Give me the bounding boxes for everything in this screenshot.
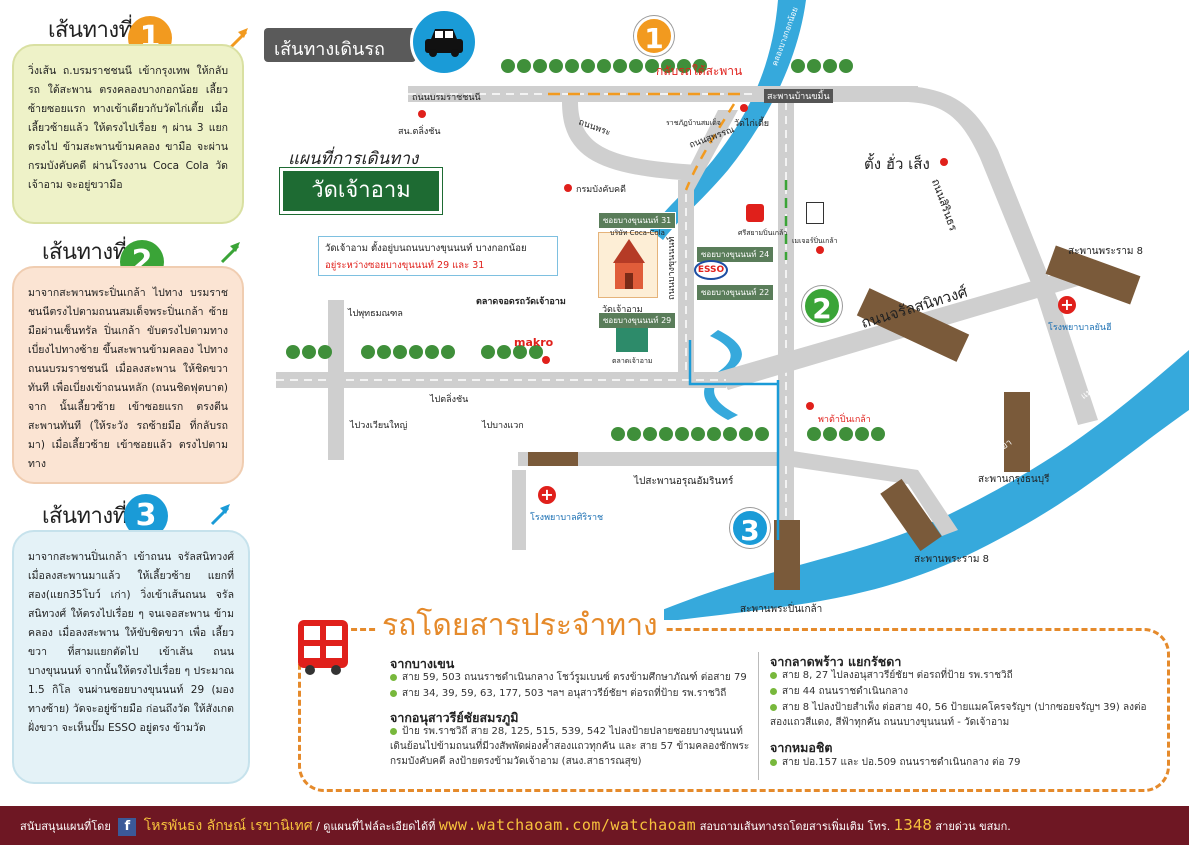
map-number-2: 2 [802, 286, 842, 326]
bus-from-ladprao-title: จากลาดพร้าว แยกรัชดา [770, 654, 902, 669]
krungthon-bridge-label: สะพานกรุงธนบุรี [978, 474, 1050, 485]
chao-phraya-river [638, 350, 1189, 620]
footer-pdf-note: / ดูแผนที่ไฟล์ละเอียดได้ที่ [316, 820, 436, 833]
wat-kai-tia-dot [740, 104, 748, 112]
footer-website-link[interactable]: www.watchaoam.com/watchaoam [438, 816, 697, 834]
route-2-description: มาจากสะพานพระปิ่นเกล้า ไปทาง บรมราชชนนีต… [12, 266, 244, 484]
footer-sponsor: โหรพันธง ลักษณ์ เรขานิเทศ [143, 818, 313, 834]
siam-shop-icon [746, 204, 764, 222]
esso-logo: ESSO [694, 260, 728, 280]
bus-from-bangkhen-title: จากบางเขน [390, 656, 455, 671]
market-label: ตลาดเจ้าอาม [612, 357, 653, 365]
bus-item: สาย ปอ.157 และ ปอ.509 ถนนราชดำเนินกลาง ต… [770, 755, 1160, 770]
map-title-text: วัดเจ้าอาม [311, 178, 411, 203]
map-title-sign: วัดเจ้าอาม [280, 168, 442, 214]
legal-exec-dept-dot [564, 184, 572, 192]
arrow-icon [220, 242, 240, 264]
yanhee-label: โรงพยาบาลยันฮี [1048, 323, 1112, 333]
bus-item: สาย 34, 39, 59, 63, 177, 503 ฯลฯ อนุสาวร… [390, 686, 750, 701]
bangkhunnon-road-label: ถนนบางขุนนนท์ [667, 236, 677, 300]
route-3-heading: เส้นทางที่ [42, 504, 127, 529]
tang-hua-seng-dot [940, 158, 948, 166]
bus-item: สาย 44 ถนนราชดำเนินกลาง [770, 684, 1160, 699]
bus-item: ป้าย รพ.ราชวิถี สาย 28, 125, 515, 539, 5… [390, 726, 750, 767]
arrow-icon [210, 504, 230, 526]
coca-cola-label: บริษัท Coca-Cola [610, 229, 665, 237]
to-bang-waek-label: ไปบางแวก [482, 421, 524, 431]
soi-31-sign: ซอยบางขุนนนท์ 31 [598, 212, 677, 229]
legal-exec-dept-label: กรมบังคับคดี [576, 185, 626, 195]
column-divider [758, 652, 759, 780]
rama8-top-label: สะพานพระราม 8 [1068, 246, 1143, 257]
footer-support: สนับสนุนแผนที่โดย [20, 820, 111, 833]
bridge-nakhon-label: สะพานบ้านขมิ้น [764, 89, 833, 103]
bus-item: สาย 8, 27 ไปลงอนุสาวรีย์ชัยฯ ต่อรถที่ป้า… [770, 668, 1160, 683]
route-3-description: มาจากสะพานปิ่นเกล้า เข้าถนน จรัลสนิทวงศ์… [12, 530, 250, 784]
arrow-icon [228, 28, 248, 50]
soi-24-sign: ซอยบางขุนนนท์ 24 [696, 246, 775, 263]
pata-dot [806, 402, 814, 410]
bus-from-mochit-title: จากหมอชิต [770, 740, 833, 755]
parking-label: ตลาดจอดรถวัดเจ้าอาม [476, 297, 566, 307]
hospital-icon: + [538, 486, 556, 504]
map-number-3: 3 [730, 508, 770, 548]
mosque-label: ราชภัฏบ้านสมเด็จ [666, 119, 721, 127]
route-1-line [684, 103, 736, 191]
bus-icon [294, 616, 352, 678]
siam-shop-label: ศรีสยามปิ่นเกล้า [738, 229, 788, 237]
bangkok-noi-canal [650, 0, 806, 240]
boromrat-road-label: ถนนบรมราชชนนี [412, 93, 481, 103]
pinklao-bridge-label: สะพานพระปิ่นเกล้า [740, 604, 823, 615]
soi-22-sign: ซอยบางขุนนนท์ 22 [696, 284, 775, 301]
temple-icon [598, 232, 658, 298]
major-dot [816, 246, 824, 254]
hospital-icon: + [1058, 296, 1076, 314]
to-arun-label: ไปสะพานอรุณอัมรินทร์ [634, 476, 734, 487]
route-1-heading: เส้นทางที่ [48, 18, 133, 43]
address-line-1: วัดเจ้าอาม ตั้งอยู่บนถนนบางขุนนนท์ บางกอ… [325, 243, 527, 254]
makro-dot [542, 356, 550, 364]
makro-label: makro [514, 336, 554, 349]
route-1-description: วิ่งเส้น ถ.บรมราชชนนี เข้ากรุงเทพ ให้กลั… [12, 44, 244, 224]
banner-background [264, 28, 416, 62]
bus-info-box [298, 628, 1170, 792]
police-station-label: สน.ตลิ่งชัน [398, 127, 441, 137]
bus-item: สาย 8 ไปลงป้ายสำเพ็ง ต่อสาย 40, 56 ป้ายแ… [770, 702, 1147, 728]
wat-kai-tia-label: วัดไก่เตี้ย [734, 119, 770, 129]
to-phutthamonthon-label: ไปพุทธมณฑล [348, 309, 403, 319]
car-icon [410, 8, 478, 76]
major-label: เมเจอร์ปิ่นเกล้า [792, 237, 838, 245]
route-map: เส้นทางเดินรถ แผนที่การเดินทาง วัดเจ้าอา… [258, 0, 1189, 800]
facebook-icon[interactable]: f [118, 818, 137, 836]
address-box: วัดเจ้าอาม ตั้งอยู่บนถนนบางขุนนนท์ บางกอ… [318, 236, 558, 276]
soi-29-sign: ซอยบางขุนนนท์ 29 [598, 312, 677, 329]
footer: สนับสนุนแผนที่โดย f โหรพันธง ลักษณ์ เรขา… [0, 806, 1189, 845]
banner-title: เส้นทางเดินรถ [274, 39, 385, 60]
address-line-2: อยู่ระหว่างซอยบางขุนนนท์ 29 และ 31 [325, 260, 485, 271]
to-talingchan-label: ไปตลิ่งชัน [430, 395, 469, 405]
wat-small-label: วัดเจ้าอาม [602, 305, 643, 315]
pata-label: พาต้าปิ่นเกล้า [818, 415, 871, 425]
tang-hua-seng-label: ตั้ง ฮั่ว เส็ง [864, 155, 930, 173]
map-title-small: แผนที่การเดินทาง [288, 149, 419, 169]
bus-title: รถโดยสารประจำทาง [376, 602, 664, 649]
footer-phone: 1348 [893, 816, 932, 834]
to-wongwian-yai-label: ไปวงเวียนใหญ่ [350, 421, 408, 431]
major-cineplex-icon [806, 202, 824, 224]
bus-panel: รถโดยสารประจำทาง จากบางเขน สาย 59, 503 ถ… [258, 600, 1189, 800]
route-2-heading: เส้นทางที่ [42, 240, 127, 265]
map-number-1: 1 [634, 16, 674, 56]
map-roads [276, 0, 1189, 620]
uturn-label: กลับรถใต้สะพาน [656, 64, 743, 78]
route-3-line [688, 340, 778, 386]
footer-hotline: สายด่วน ขสมก. [935, 820, 1011, 833]
rama8-bottom-label: สะพานพระราม 8 [914, 554, 989, 565]
bus-item: สาย 59, 503 ถนนราชดำเนินกลาง โชว์รูมเบนซ… [390, 670, 750, 685]
market-icon [616, 328, 648, 352]
footer-ask: สอบถามเส้นทางรถโดยสารเพิ่มเติม โทร. [699, 820, 891, 833]
bus-from-victory-title: จากอนุสาวรีย์ชัยสมรภูมิ [390, 710, 519, 725]
police-station-dot [418, 110, 426, 118]
siriraj-label: โรงพยาบาลศิริราช [530, 513, 604, 523]
